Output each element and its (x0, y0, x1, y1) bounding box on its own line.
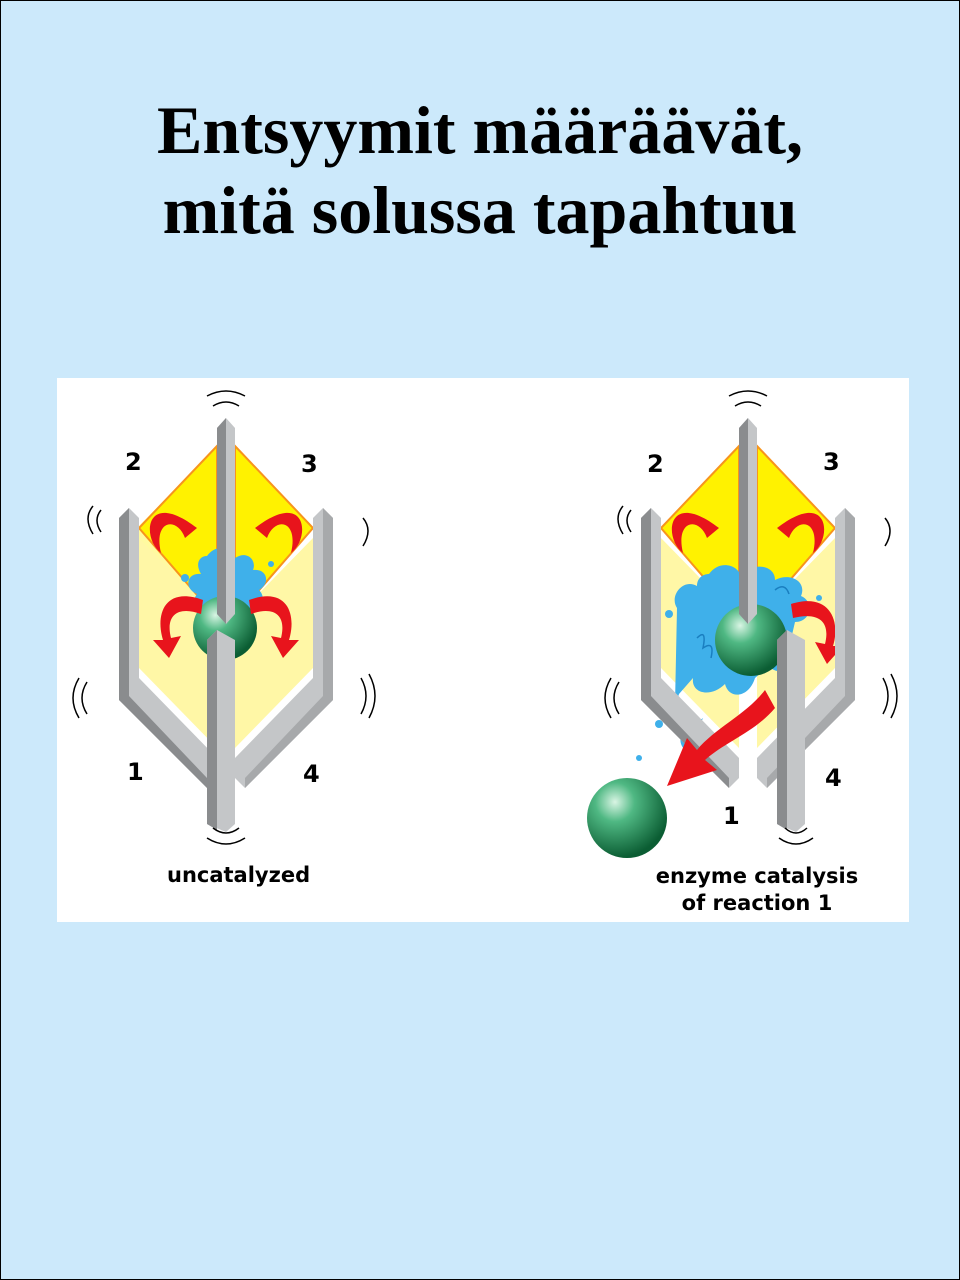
left-label-2: 2 (125, 448, 142, 476)
catalyzed-diagram: 2 3 1 4 enzyme catalysis of reaction 1 (587, 391, 897, 915)
left-caption: uncatalyzed (167, 863, 310, 887)
left-label-3: 3 (301, 450, 318, 478)
right-label-1: 1 (723, 802, 740, 830)
left-label-1: 1 (127, 758, 144, 786)
figure-panel: 2 3 1 4 uncatalyzed (57, 378, 909, 922)
uncatalyzed-diagram: 2 3 1 4 uncatalyzed (73, 391, 375, 887)
right-caption-line-1: enzyme catalysis (656, 864, 858, 888)
right-label-3: 3 (823, 448, 840, 476)
left-label-4: 4 (303, 760, 320, 788)
right-label-4: 4 (825, 764, 842, 792)
right-product-ball (587, 778, 667, 858)
right-label-2: 2 (647, 450, 664, 478)
right-caption-line-2: of reaction 1 (682, 891, 833, 915)
slide-title: Entsyymit määräävät, mitä solussa tapaht… (0, 90, 960, 250)
title-line-2: mitä solussa tapahtuu (0, 170, 960, 250)
enzyme-diagram: 2 3 1 4 uncatalyzed (57, 378, 909, 922)
title-line-1: Entsyymit määräävät, (0, 90, 960, 170)
